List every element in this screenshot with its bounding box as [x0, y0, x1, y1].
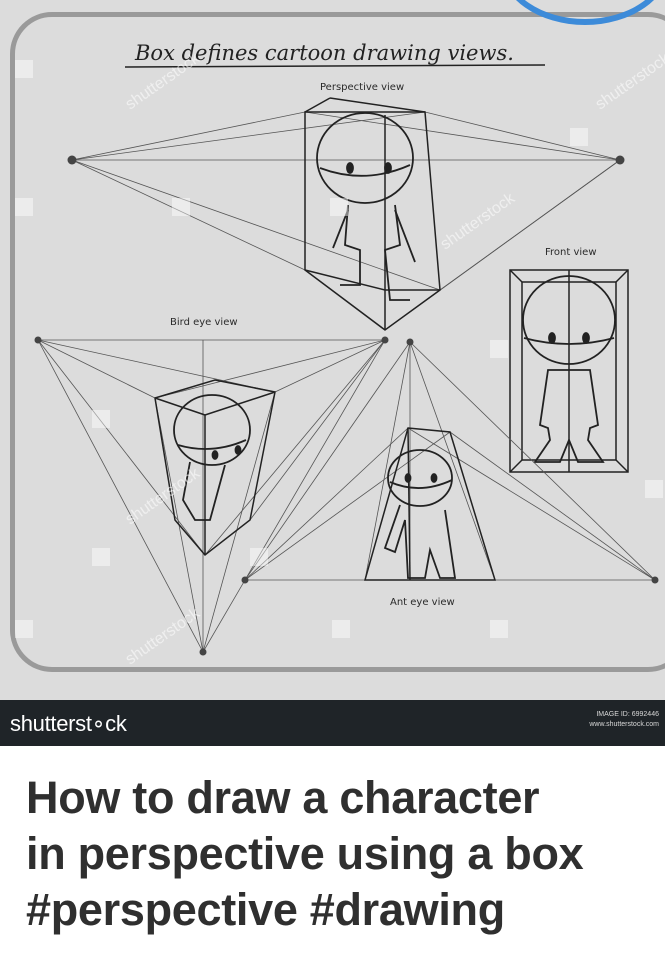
watermark-text: shutterstock	[593, 49, 665, 113]
shutterstock-logo: shutterst∘ck	[10, 711, 127, 736]
drawing-illustration: Box defines cartoon drawing views. Persp…	[0, 0, 665, 700]
image-id-label: IMAGE ID: 6992446	[596, 711, 659, 718]
ant-vp-left	[241, 576, 249, 584]
label-bird-eye-view: Bird eye view	[170, 317, 238, 328]
bird-box	[154, 379, 276, 557]
illustration-frame	[10, 12, 665, 672]
watermark-text: shutterstock	[438, 189, 519, 253]
bird-lines	[37, 339, 386, 653]
watermark-text: shutterstock	[123, 464, 204, 528]
title-underline	[124, 64, 546, 68]
label-perspective-view: Perspective view	[320, 82, 404, 93]
vanishing-point-right	[615, 155, 625, 165]
image-id: IMAGE ID: 6992446 www.shutterstock.com	[589, 710, 659, 730]
watermark-text: shutterstock	[123, 604, 204, 668]
caption-line-2: in perspective using a box	[26, 828, 584, 879]
bird-vp-right	[381, 336, 389, 344]
bird-vp-bottom	[199, 648, 207, 656]
post-caption: How to draw a character in perspective u…	[26, 770, 656, 938]
label-front-view: Front view	[545, 247, 597, 258]
stock-footer-bar: shutterst∘ck IMAGE ID: 6992446 www.shutt…	[0, 700, 665, 746]
ant-vp-top	[406, 338, 414, 346]
bird-character	[173, 394, 251, 521]
illustration-title: Box defines cartoon drawing views.	[134, 41, 514, 65]
vanishing-point-left	[67, 155, 77, 165]
perspective-drawing: Box defines cartoon drawing views. Persp…	[15, 41, 665, 668]
watermarks: shutterstock shutterstock shutterstock s…	[15, 49, 665, 668]
caption-line-3: #perspective #drawing	[26, 884, 505, 935]
perspective-character	[316, 112, 416, 301]
perspective-box	[304, 97, 441, 331]
bird-vp-left	[34, 336, 42, 344]
image-site: www.shutterstock.com	[589, 721, 659, 728]
ant-vp-right	[651, 576, 659, 584]
caption-line-1: How to draw a character	[26, 772, 540, 823]
ant-character	[383, 449, 457, 579]
label-ant-eye-view: Ant eye view	[390, 597, 455, 608]
front-character	[522, 275, 616, 463]
